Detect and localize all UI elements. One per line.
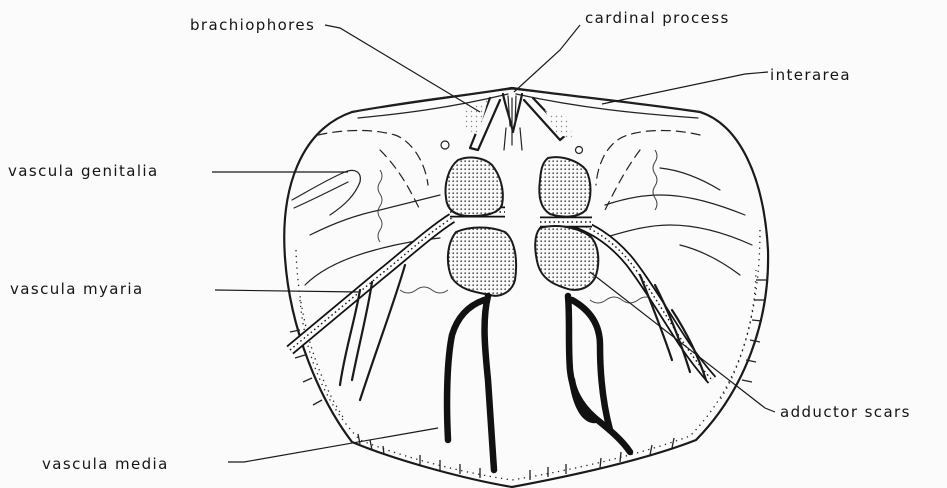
label-vascula-myaria: vascula myaria [10, 280, 144, 298]
rim-ticks [290, 280, 766, 480]
brachiophores [464, 98, 572, 150]
label-interarea: interarea [770, 66, 851, 84]
label-vascula-genitalia: vascula genitalia [8, 162, 159, 180]
label-adductor-scars: adductor scars [780, 403, 911, 421]
label-cardinal-process: cardinal process [585, 9, 730, 27]
cardinal-process [503, 94, 522, 150]
wavy-lines [378, 150, 657, 303]
label-vascula-media: vascula media [42, 455, 169, 473]
label-brachiophores: brachiophores [190, 16, 315, 34]
vascula-genitalia-lines [292, 130, 752, 285]
vascula-media-veins [447, 296, 630, 470]
